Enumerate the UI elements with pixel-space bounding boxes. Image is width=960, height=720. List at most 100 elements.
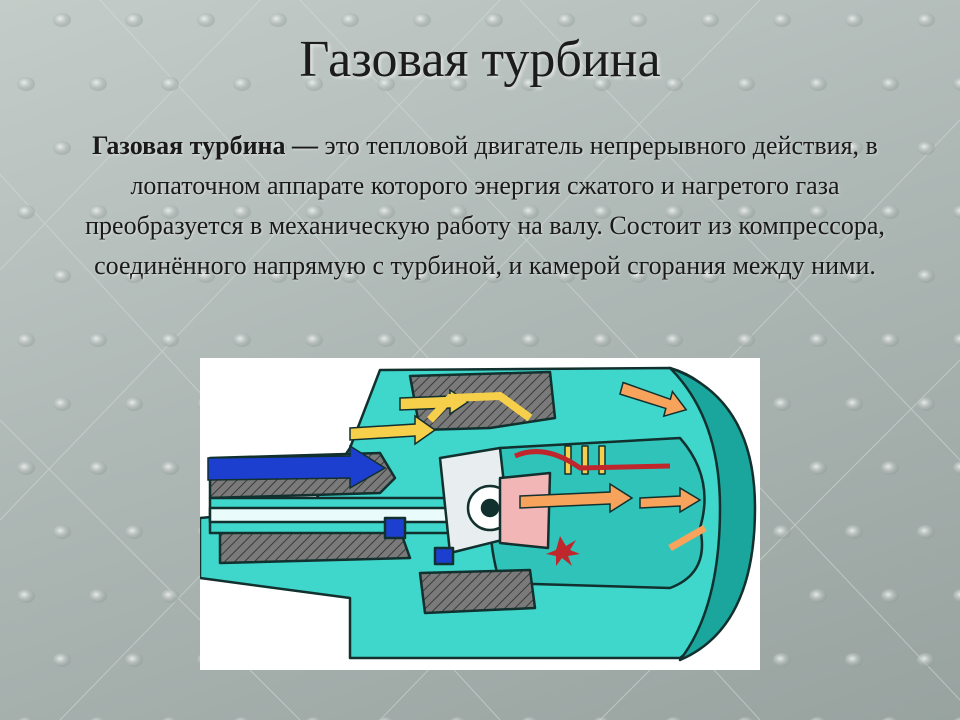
background-dot — [629, 13, 647, 27]
background-dot — [665, 333, 683, 347]
background-dot — [125, 653, 143, 667]
background-dot — [485, 13, 503, 27]
background-dot — [233, 333, 251, 347]
background-dot — [521, 77, 539, 91]
background-dot — [953, 461, 960, 475]
background-dot — [773, 269, 791, 283]
background-dot — [234, 717, 250, 720]
background-dot — [377, 205, 395, 219]
background-dot — [413, 141, 431, 155]
gas-turbine-cutaway-illustration — [198, 366, 757, 662]
background-dot — [594, 717, 610, 720]
background-dot — [593, 205, 611, 219]
background-dot — [665, 77, 683, 91]
background-dot — [53, 653, 71, 667]
background-dot — [593, 333, 611, 347]
background-dot — [809, 77, 827, 91]
definition-paragraph: Газовая турбина — это тепловой двигатель… — [70, 126, 900, 286]
background-dot — [162, 717, 178, 720]
background-dot — [557, 269, 575, 283]
background-dot — [881, 333, 899, 347]
background-dot — [881, 461, 899, 475]
background-dot — [845, 397, 863, 411]
background-dot — [845, 653, 863, 667]
background-dot — [341, 13, 359, 27]
background-dot — [341, 269, 359, 283]
hot-gas-arrow — [668, 524, 707, 552]
background-dot — [917, 141, 935, 155]
background-dot — [17, 77, 35, 91]
background-dot — [845, 13, 863, 27]
background-dot — [17, 333, 35, 347]
background-dot — [269, 13, 287, 27]
background-dot — [197, 269, 215, 283]
background-dot — [629, 269, 647, 283]
background-dot — [485, 141, 503, 155]
background-dot — [89, 205, 107, 219]
background-dot — [269, 141, 287, 155]
background-dot — [53, 397, 71, 411]
background-dot — [701, 269, 719, 283]
background-dot — [125, 141, 143, 155]
background-dot — [701, 13, 719, 27]
background-dot — [125, 269, 143, 283]
background-dot — [737, 77, 755, 91]
background-dot — [953, 77, 960, 91]
background-dot — [809, 205, 827, 219]
background-dot — [413, 269, 431, 283]
background-dot — [53, 269, 71, 283]
background-dot — [305, 205, 323, 219]
background-dot — [17, 205, 35, 219]
background-dot — [305, 333, 323, 347]
definition-dash: — — [285, 131, 325, 160]
air-flow-arrow — [349, 414, 437, 446]
exhaust-casing — [668, 366, 757, 662]
background-dot — [917, 269, 935, 283]
background-dot — [161, 77, 179, 91]
background-dot — [665, 205, 683, 219]
background-dot — [197, 141, 215, 155]
background-dot — [305, 77, 323, 91]
hot-gas-arrow — [639, 486, 702, 514]
background-dot — [233, 77, 251, 91]
background-dot — [161, 333, 179, 347]
background-dot — [701, 141, 719, 155]
background-dot — [53, 525, 71, 539]
background-dot — [773, 141, 791, 155]
background-dot — [773, 397, 791, 411]
background-dot — [89, 589, 107, 603]
background-dot — [521, 205, 539, 219]
background-dot — [953, 333, 960, 347]
background-dot — [738, 717, 754, 720]
background-dot — [737, 333, 755, 347]
background-dot — [845, 269, 863, 283]
background-dot — [882, 717, 898, 720]
background-dot — [521, 333, 539, 347]
background-dot — [377, 333, 395, 347]
background-dot — [161, 205, 179, 219]
background-dot — [89, 333, 107, 347]
background-dot — [53, 141, 71, 155]
background-dot — [89, 77, 107, 91]
background-dot — [449, 77, 467, 91]
background-dot — [809, 589, 827, 603]
hot-gas-arrow — [519, 482, 634, 514]
background-dot — [773, 13, 791, 27]
background-dot — [161, 461, 179, 475]
chamber-liner — [498, 471, 552, 550]
background-dot — [954, 717, 960, 720]
background-dot — [125, 13, 143, 27]
background-dot — [845, 141, 863, 155]
air-inlet-arrow — [207, 444, 387, 490]
background-dot — [233, 205, 251, 219]
background-dot — [53, 13, 71, 27]
background-dot — [269, 269, 287, 283]
gas-turbine-diagram — [198, 358, 760, 670]
background-dot — [17, 461, 35, 475]
ignition-spark — [546, 536, 580, 566]
background-dot — [449, 205, 467, 219]
background-dot — [881, 77, 899, 91]
background-dot — [89, 461, 107, 475]
definition-text: это тепловой двигатель непрерывного дейс… — [85, 131, 885, 280]
background-dot — [413, 13, 431, 27]
